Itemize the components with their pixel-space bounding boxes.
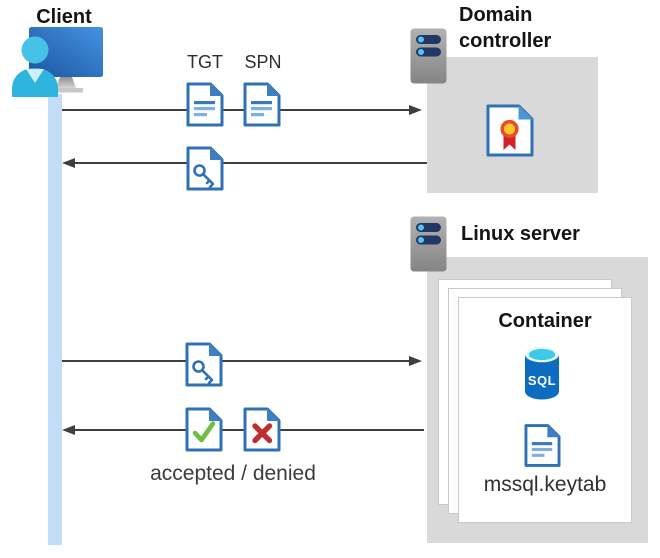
person-icon (12, 36, 58, 97)
denied-document-icon (243, 407, 281, 452)
accepted-denied-label: accepted / denied (150, 462, 316, 485)
arrow-ticket-return-head (62, 158, 75, 168)
ticket-key-document-icon-dc (186, 146, 224, 191)
tgt-document-icon (186, 82, 224, 127)
client-lifeline (48, 94, 62, 545)
client-workstation-icon (12, 27, 103, 97)
container-label: Container (498, 310, 592, 332)
domain-controller-label: Domain controller (459, 4, 552, 52)
arrow-ticket-to-server-line (62, 360, 411, 362)
linux-server-label: Linux server (461, 223, 580, 245)
server-icon-linux (410, 216, 447, 272)
server-icon-domain-controller (410, 28, 447, 84)
sql-database-icon: SQL (523, 345, 561, 401)
tgt-label: TGT (187, 52, 223, 72)
sql-icon-text: SQL (528, 373, 556, 388)
monitor-stand (56, 77, 76, 88)
arrow-result-return-head (62, 425, 75, 435)
certificate-icon (486, 104, 534, 157)
keytab-file-label: mssql.keytab (483, 473, 607, 496)
spn-document-icon (243, 82, 281, 127)
keytab-file-icon (524, 420, 561, 471)
client-label: Client (36, 6, 92, 28)
ticket-key-document-icon-server (185, 342, 223, 387)
arrow-request-dc-head (409, 105, 422, 115)
container-card-front (458, 297, 632, 523)
accepted-document-icon (185, 407, 223, 452)
arrow-ticket-return-line (74, 162, 427, 164)
spn-label: SPN (244, 52, 282, 72)
monitor-icon (29, 27, 103, 77)
arrow-ticket-to-server-head (409, 356, 422, 366)
arrow-request-dc-line (62, 109, 411, 111)
